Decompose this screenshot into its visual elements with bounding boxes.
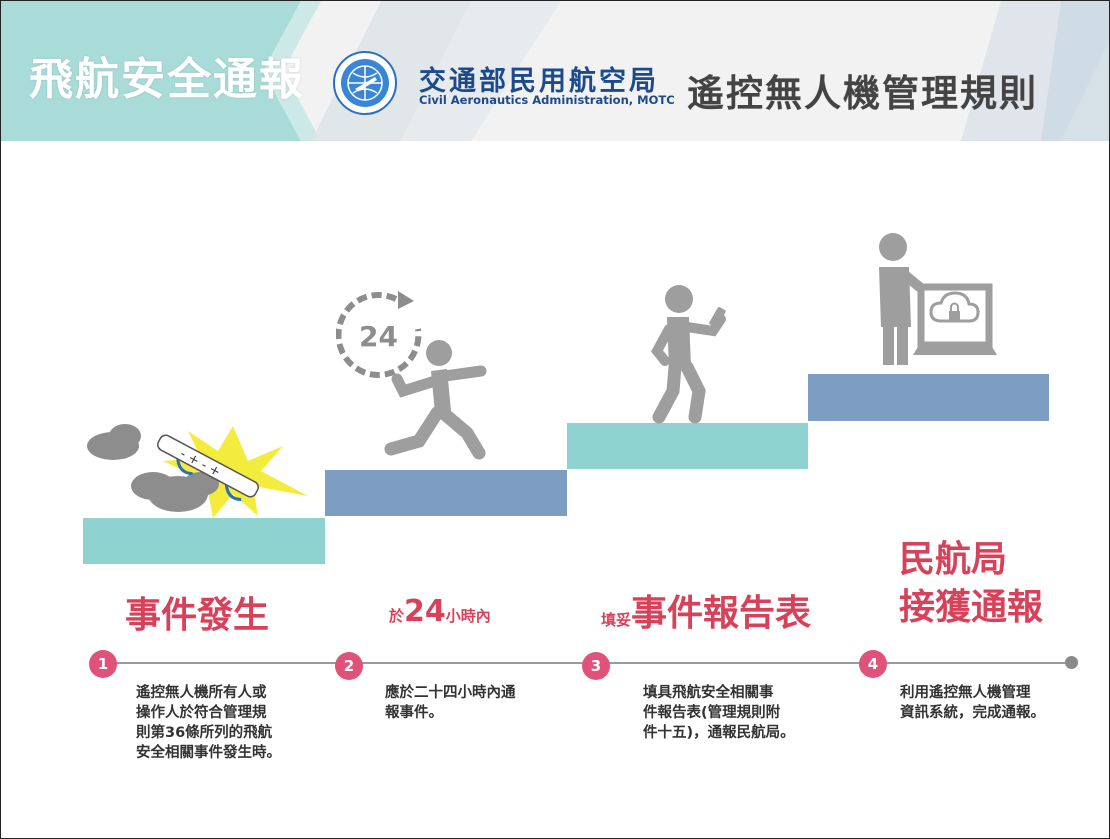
step-3-description-line: 件十五)，通報民航局。 [643, 725, 795, 741]
header-banner: 飛航安全通報 交通部民用航空局 Civil Aeronautics Admini… [1, 1, 1109, 141]
running-person-icon [384, 340, 487, 460]
step-3-description-line: 件報告表(管理規則附 [643, 705, 781, 721]
org-name-chinese: 交通部民用航空局 [419, 66, 659, 97]
brand-title: 飛航安全通報 [29, 54, 305, 105]
walking-phone-person-icon [651, 285, 726, 424]
step-3-heading-main: 事件報告表 [631, 593, 812, 634]
document-title: 遙控無人機管理規則 [687, 72, 1038, 115]
step-1-description: 遙控無人機所有人或 操作人於符合管理規 則第36條所列的飛航 安全相關事件發生時… [136, 683, 281, 763]
stair-step-1 [83, 518, 325, 564]
step-2-heading-suffix: 小時內 [445, 607, 491, 625]
timeline-end-dot [1065, 656, 1078, 669]
step-2-heading-number: 24 [404, 594, 446, 629]
step-4-description-line: 利用遙控無人機管理 [900, 685, 1031, 701]
stair-step-3 [567, 423, 808, 469]
step-4-description-line: 資訊系統，完成通報。 [900, 705, 1045, 721]
clock-24-icon: 24 [336, 291, 422, 378]
caa-logo-icon [333, 51, 397, 115]
step-3-description: 填具飛航安全相關事 件報告表(管理規則附 件十五)，通報民航局。 [643, 683, 795, 743]
step-3-heading: 填妥事件報告表 [601, 584, 811, 636]
org-name-english: Civil Aeronautics Administration, MOTC [419, 93, 675, 107]
step-4-heading: 民航局 接獲通報 [899, 536, 1043, 632]
step-1-description-line: 遙控無人機所有人或 [136, 685, 267, 701]
step-1-heading: 事件發生 [125, 595, 270, 636]
step-1-number-badge: 1 [89, 650, 117, 678]
step-4-heading-line-1: 民航局 [899, 539, 1008, 580]
step-1-description-line: 操作人於符合管理規 [136, 705, 267, 721]
step-2-heading: 於24小時內 [389, 594, 491, 629]
step-1-description-line: 則第36條所列的飛航 [136, 725, 273, 741]
step-1-description-line: 安全相關事件發生時。 [136, 745, 281, 761]
clock-label: 24 [359, 320, 398, 353]
step-4-heading-line-2: 接獲通報 [899, 587, 1044, 628]
step-3-number-badge: 3 [582, 652, 610, 680]
step-2-number-badge: 2 [335, 652, 363, 680]
step-2-heading-prefix: 於 [389, 607, 405, 625]
drone-crash-icon: - + - + [87, 424, 308, 518]
step-2-description: 應於二十四小時內通 報事件。 [385, 683, 516, 723]
step-3-heading-prefix: 填妥 [601, 611, 632, 629]
stair-step-4 [808, 374, 1049, 421]
step-4-description: 利用遙控無人機管理 資訊系統，完成通報。 [900, 683, 1045, 723]
step-4-number-badge: 4 [859, 650, 887, 678]
step-2-description-line: 應於二十四小時內通 [385, 685, 516, 701]
step-2-description-line: 報事件。 [385, 705, 443, 721]
stair-step-2 [325, 470, 567, 516]
step-3-description-line: 填具飛航安全相關事 [643, 685, 774, 701]
header-background-shapes [1, 1, 1109, 141]
laptop-cloud-user-icon [879, 233, 997, 365]
